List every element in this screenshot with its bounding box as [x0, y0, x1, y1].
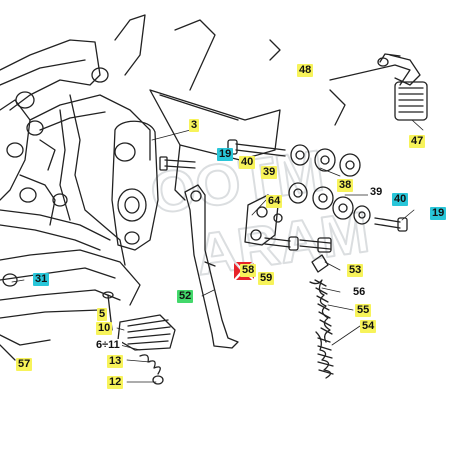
leader-lines: [11, 119, 424, 383]
callout-56: 56: [351, 286, 368, 299]
callout-58: 58: [240, 264, 257, 277]
bolt-right: [374, 217, 408, 232]
bracket-plate: [149, 89, 281, 201]
callout-10: 10: [96, 322, 113, 335]
callout-59: 59: [258, 272, 275, 285]
callout-40-upper: 40: [239, 156, 256, 169]
callout-52: 52: [177, 290, 194, 303]
bolt-upper: [159, 139, 286, 171]
callout-39-lower: 39: [368, 186, 385, 199]
callout-38: 38: [337, 179, 354, 192]
callout-64: 64: [266, 195, 283, 208]
passenger-footrest: [102, 291, 176, 385]
callout-6-to-11: 6÷11: [94, 339, 122, 352]
callout-48: 48: [297, 64, 314, 77]
callout-57: 57: [16, 358, 33, 371]
callout-53: 53: [347, 264, 364, 277]
callout-5: 5: [97, 308, 108, 321]
side-stand: [184, 184, 239, 349]
stand-plate: [244, 194, 332, 253]
callout-55: 55: [355, 304, 372, 317]
callout-47: 47: [409, 135, 426, 148]
callout-40-lower: 40: [392, 193, 409, 206]
callout-13: 13: [107, 355, 124, 368]
callout-3: 3: [189, 119, 200, 132]
callout-39-upper: 39: [261, 166, 278, 179]
frame-assembly: [0, 14, 281, 361]
callout-19-right: 19: [430, 207, 447, 220]
callout-54: 54: [360, 320, 377, 333]
callout-19-upper: 19: [217, 148, 234, 161]
callout-31: 31: [33, 273, 50, 286]
bushings-38: [288, 144, 371, 225]
callout-12: 12: [107, 376, 124, 389]
springs: [309, 254, 334, 379]
rider-footrest: [329, 53, 428, 126]
